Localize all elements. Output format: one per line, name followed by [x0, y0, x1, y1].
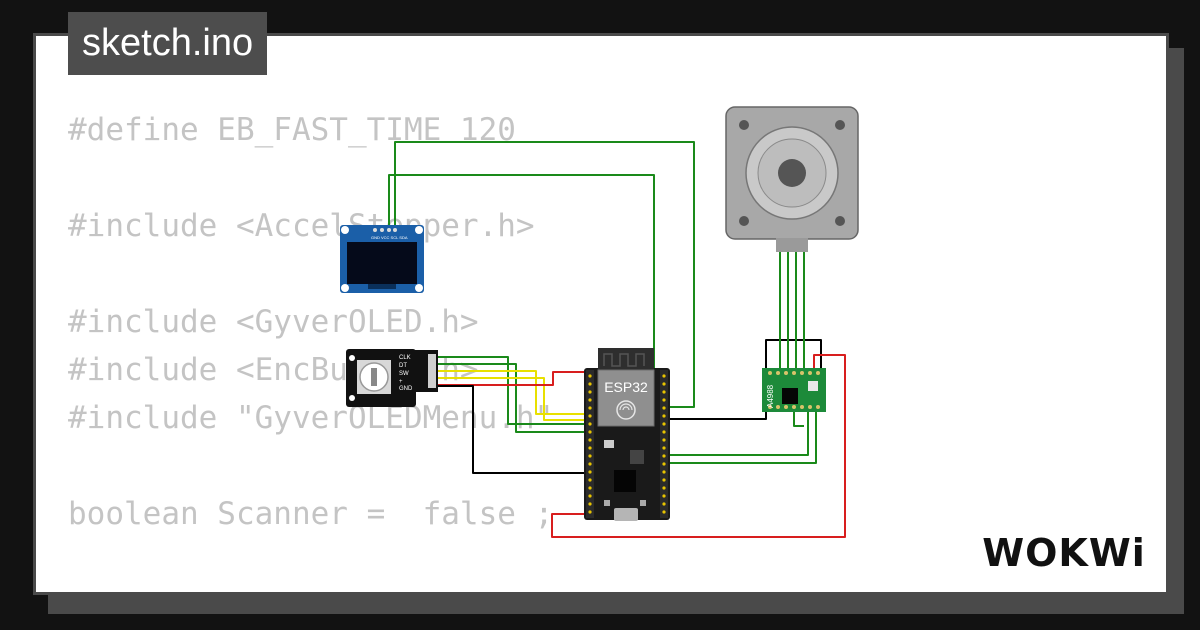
- wire-power: [551, 354, 846, 538]
- stepper-motor[interactable]: [725, 106, 859, 252]
- wire-encoder-vcc: [437, 371, 594, 386]
- wire-driver-dir: [668, 400, 809, 456]
- code-line: #include "GyverOLEDMenu.h": [68, 400, 554, 436]
- esp32-label: ESP32: [604, 379, 648, 395]
- oled-display[interactable]: GND VCC SCL SDA: [340, 225, 424, 293]
- preview-card: #define EB_FAST_TIME 120#include <AccelS…: [33, 33, 1169, 595]
- wire-oled-scl: [394, 141, 695, 408]
- wokwi-logo-text: WOKWi: [982, 531, 1146, 575]
- encoder-pin-plus: +: [399, 379, 403, 385]
- encoder-pin-clk: CLK: [399, 355, 411, 361]
- code-line: boolean Scanner = false ;: [68, 496, 554, 532]
- encoder-pin-dt: DT: [399, 363, 407, 369]
- encoder-pin-gnd: GND: [399, 386, 413, 392]
- wire-encoder-dt: [437, 363, 594, 433]
- wire-encoder-sw: [437, 370, 594, 415]
- wokwi-logo: WOKWi: [982, 531, 1146, 575]
- wire-encoder-sw-2: [437, 377, 594, 421]
- wire-driver-step: [668, 400, 817, 464]
- encoder-pin-sw: SW: [399, 371, 409, 377]
- filename-tab: sketch.ino: [68, 12, 268, 75]
- wire-encoder-gnd: [437, 385, 594, 474]
- oled-pin-labels: GND VCC SCL SDA: [371, 235, 408, 240]
- driver-label: A4988: [766, 384, 775, 408]
- esp32-board[interactable]: ESP32: [584, 348, 670, 521]
- rotary-encoder[interactable]: CLK DT SW + GND: [346, 349, 438, 407]
- a4988-driver[interactable]: A4988: [762, 368, 826, 412]
- wire-encoder-clk: [437, 356, 594, 425]
- wire-driver-gnd: [668, 339, 822, 420]
- code-snippet: #define EB_FAST_TIME 120#include <AccelS…: [68, 106, 796, 592]
- code-line: #include <GyverOLED.h>: [68, 304, 479, 340]
